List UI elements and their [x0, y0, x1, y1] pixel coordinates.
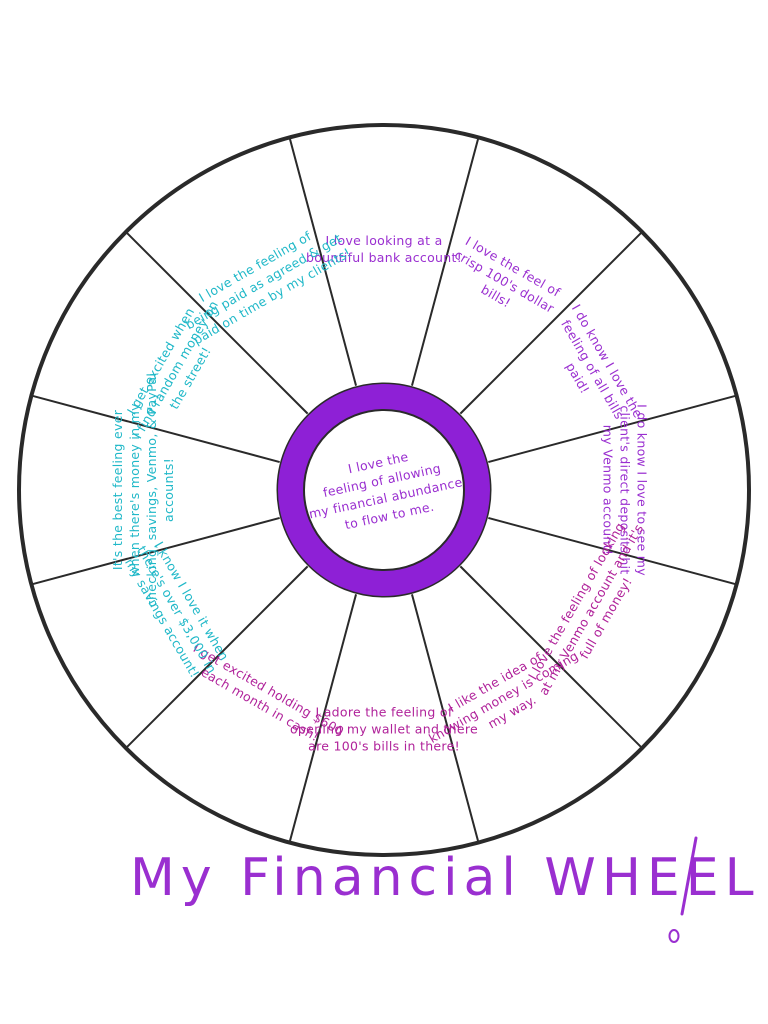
segment-text-line: when there's money in my — [127, 403, 142, 577]
wheel-spoke — [125, 231, 309, 415]
wheel-spoke — [488, 516, 737, 586]
wheel-spoke — [459, 565, 643, 749]
segment-text-line: I love looking at a — [325, 233, 442, 248]
wheel-spoke — [288, 137, 358, 386]
segment-text-line: my Venmo account! — [601, 425, 616, 555]
hub-inner-circle — [303, 409, 465, 571]
wheel-spoke — [31, 516, 280, 586]
segment-text-line: accounts! — [161, 458, 176, 522]
segment-text-line: are 100's bills in there! — [308, 739, 460, 754]
wheel-spoke — [410, 594, 480, 843]
wheel-spoke — [488, 394, 737, 464]
segment-text-line: I adore the feeling of — [315, 705, 452, 720]
purple-ring — [278, 384, 490, 596]
wheel-spoke — [459, 231, 643, 415]
segment-text-line: checking, savings, Venmo, & PayPal — [144, 373, 159, 607]
title-exclamation-mark — [652, 832, 712, 952]
wheel-spoke — [410, 137, 480, 386]
wheel-spoke — [125, 565, 309, 749]
segment-text-line: bountiful bank account! — [306, 250, 462, 265]
wheel-spoke — [288, 594, 358, 843]
segment-bank-account: I love looking at a bountiful bank accoun… — [306, 233, 462, 265]
page-title: My Financial WHEEL — [130, 848, 760, 908]
segment-wallet-100s: I adore the feeling of opening my wallet … — [290, 705, 478, 754]
segment-text-line: opening my wallet and there — [290, 722, 478, 737]
segment-text-line: I do know I love to see my — [635, 404, 650, 576]
wheel-spoke — [31, 394, 280, 464]
segment-text-line: client's direct deposits hit — [618, 405, 633, 574]
segment-text-line: It's the best feeling ever — [110, 409, 125, 570]
